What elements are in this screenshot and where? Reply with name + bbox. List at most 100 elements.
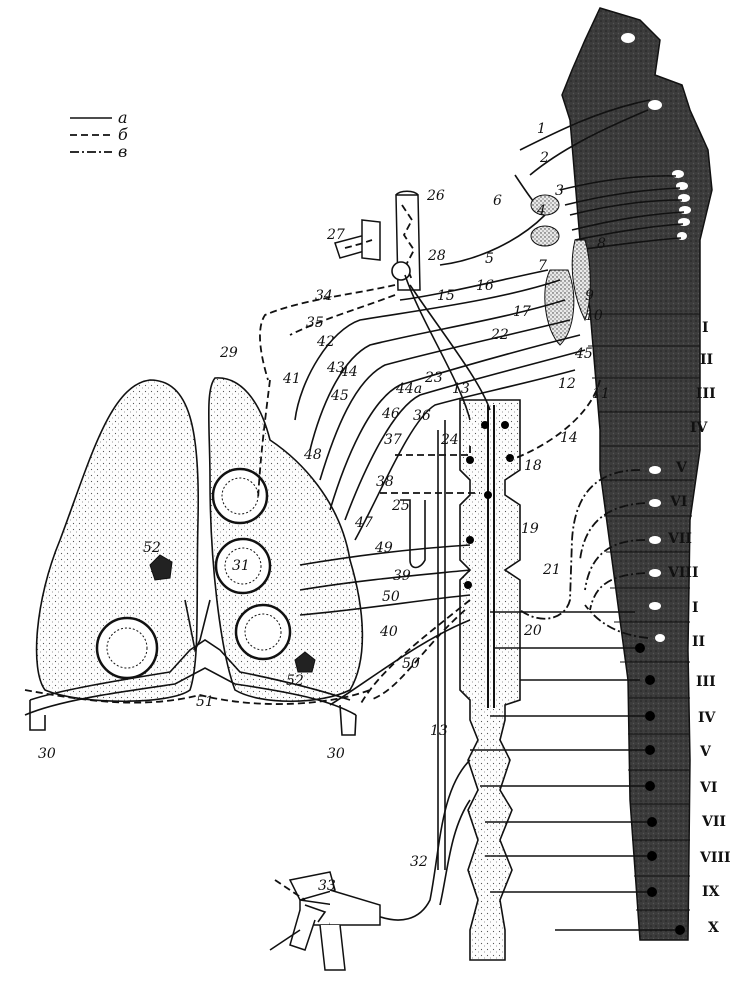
segment-dividers — [585, 313, 700, 911]
label-51: 51 — [196, 694, 214, 710]
label-14: 14 — [560, 430, 578, 446]
label-40: 40 — [379, 624, 398, 640]
label-41: 41 — [282, 371, 301, 387]
cell-clusters — [149, 554, 316, 673]
label-7: 7 — [538, 258, 547, 274]
lower-neurons — [635, 643, 685, 935]
segment-labels-lower: I II III IV V VI VII VIII IX X — [692, 600, 731, 936]
label-4: 4 — [536, 203, 546, 219]
lower-vessels — [24, 599, 371, 736]
rami-communicantes — [470, 611, 675, 931]
segment-label: IX — [702, 884, 720, 900]
segment-label: VII — [701, 814, 726, 830]
label-34: 34 — [315, 288, 333, 304]
segment-label: III — [696, 674, 716, 690]
thoracic-neuron — [649, 536, 661, 544]
segment-label: VIII — [667, 565, 699, 581]
thoracic-neuron — [649, 499, 661, 507]
trunk-column — [459, 399, 521, 961]
label-30-left: 30 — [38, 746, 56, 762]
sympathetic-trunk — [459, 399, 521, 961]
label-50-bottom: 50 — [402, 656, 420, 672]
label-52-right: 52 — [286, 673, 304, 689]
segment-label: II — [692, 634, 705, 650]
label-39: 39 — [393, 568, 411, 584]
segment-label: IV — [698, 710, 717, 726]
label-27: 27 — [326, 227, 345, 243]
number-labels: 1 2 3 4 5 6 7 8 9 10 11 12 13 13 14 15 1… — [38, 121, 610, 894]
segment-labels-upper: I II III IV V VI VII VIII — [667, 320, 716, 581]
label-26: 26 — [426, 188, 445, 204]
label-50-top: 50 — [382, 589, 400, 605]
label-19: 19 — [521, 521, 539, 537]
label-22: 22 — [490, 327, 509, 343]
thoracic-neuron — [649, 569, 661, 577]
label-38: 38 — [376, 474, 394, 490]
label-25: 25 — [391, 498, 410, 514]
segment-label: IV — [690, 420, 709, 436]
thoracic-neuron — [649, 602, 661, 610]
legend: а б в — [70, 108, 128, 161]
thoracic-neuron — [655, 634, 665, 642]
segment-label: V — [675, 460, 688, 476]
spinal-cord — [561, 7, 713, 941]
segment-label: V — [699, 744, 712, 760]
label-3: 3 — [555, 183, 564, 199]
label-47: 47 — [354, 515, 373, 531]
label-45-right: 45 — [574, 346, 593, 362]
cranial-ganglia — [530, 194, 591, 346]
label-13-top: 13 — [452, 381, 470, 397]
label-31: 31 — [232, 558, 250, 574]
ganglion-28 — [391, 261, 411, 281]
label-10: 10 — [585, 308, 603, 324]
segment-label: II — [700, 352, 713, 368]
label-52-left: 52 — [143, 540, 161, 556]
label-20: 20 — [523, 623, 542, 639]
brainstem-neuron — [621, 33, 635, 43]
label-44: 44 — [339, 364, 358, 380]
nerve-fibers-dashed — [257, 284, 601, 706]
label-46: 46 — [381, 406, 400, 422]
label-18: 18 — [524, 458, 542, 474]
label-13-bottom: 13 — [430, 723, 448, 739]
segment-label: III — [696, 386, 716, 402]
label-9: 9 — [585, 288, 594, 304]
label-1: 1 — [537, 121, 546, 137]
ganglion — [571, 239, 591, 322]
label-16: 16 — [476, 278, 494, 294]
segment-label: VII — [667, 531, 692, 547]
label-15: 15 — [437, 288, 455, 304]
gland-rings — [95, 467, 292, 680]
label-30-right: 30 — [327, 746, 345, 762]
label-35: 35 — [306, 315, 324, 331]
label-33: 33 — [318, 878, 336, 894]
label-23: 23 — [424, 370, 443, 386]
segment-label: I — [702, 320, 709, 336]
segment-label: VI — [699, 780, 717, 796]
label-2: 2 — [539, 150, 549, 166]
brainstem-neuron — [672, 170, 684, 178]
left-organ — [35, 377, 364, 703]
label-28: 28 — [427, 248, 446, 264]
dashdot-fibers — [519, 469, 649, 639]
cranial-nerve-lines — [514, 99, 685, 251]
lower-branch — [269, 759, 471, 971]
label-49: 49 — [374, 540, 393, 556]
label-32: 32 — [410, 854, 428, 870]
label-45-left: 45 — [330, 388, 349, 404]
label-21: 21 — [542, 562, 561, 578]
brainstem-neuron — [648, 100, 662, 110]
label-29: 29 — [219, 345, 238, 361]
label-8: 8 — [597, 236, 606, 252]
legend-label-b: б — [118, 125, 128, 144]
left-lobe — [35, 379, 200, 702]
ganglion — [530, 225, 560, 247]
label-24: 24 — [440, 432, 459, 448]
label-17: 17 — [513, 304, 531, 320]
label-6: 6 — [493, 193, 502, 209]
segment-label: VI — [669, 494, 687, 510]
nerve-fibers-solid — [294, 214, 586, 870]
segment-label: I — [692, 600, 699, 616]
ganglion — [544, 269, 575, 346]
